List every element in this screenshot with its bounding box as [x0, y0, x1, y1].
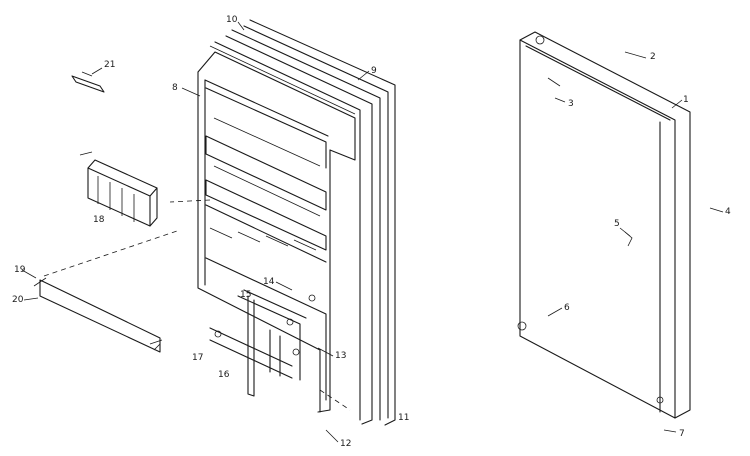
callout-3: 3 [568, 99, 574, 109]
callout-9: 9 [371, 66, 377, 76]
callout-5: 5 [614, 219, 620, 229]
callout-12: 12 [340, 439, 351, 449]
shelf-bracket [79, 151, 158, 227]
leader-lines [21, 21, 724, 443]
callout-17: 17 [192, 353, 203, 363]
callout-14: 14 [263, 277, 275, 287]
clip-part [71, 71, 105, 93]
callout-8: 8 [172, 83, 178, 93]
callout-18: 18 [93, 215, 105, 225]
bottom-tray [33, 229, 181, 353]
callout-15: 15 [240, 290, 251, 300]
callout-7: 7 [679, 429, 685, 439]
callout-16: 16 [218, 370, 230, 380]
door-liner [169, 19, 396, 426]
callout-2: 2 [650, 52, 656, 62]
callout-20: 20 [12, 295, 24, 305]
callout-10: 10 [226, 15, 238, 25]
callout-19: 19 [14, 265, 26, 275]
outer-door [517, 31, 691, 419]
callout-6: 6 [564, 303, 570, 313]
callout-1: 1 [683, 95, 689, 105]
callout-4: 4 [725, 207, 731, 217]
callout-labels: 1 2 3 4 5 6 7 8 9 10 11 12 13 14 15 16 1… [12, 15, 731, 449]
callout-21: 21 [104, 60, 115, 70]
callout-11: 11 [398, 413, 409, 423]
callout-13: 13 [335, 351, 346, 361]
